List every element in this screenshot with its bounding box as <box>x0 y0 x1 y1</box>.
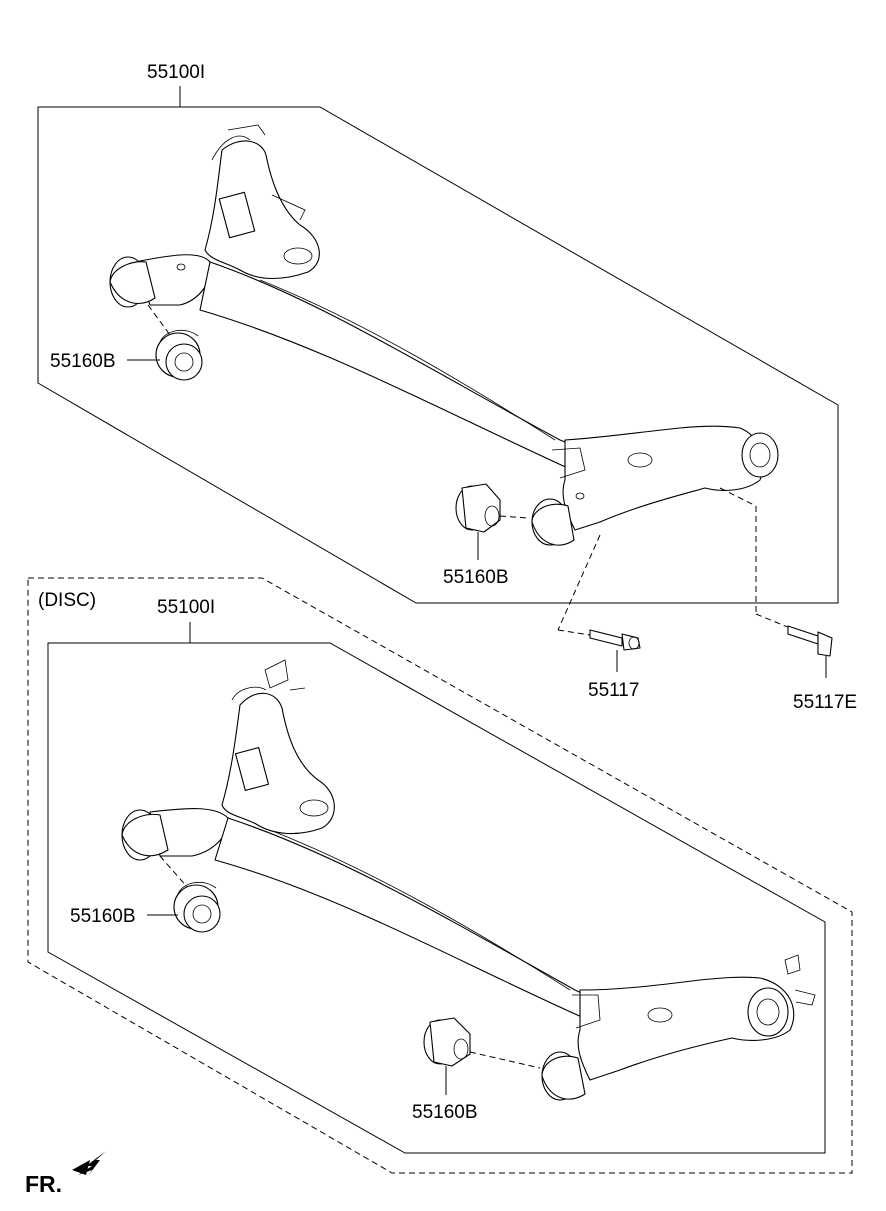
top-bushing-left[interactable] <box>147 304 203 381</box>
bolt-55117[interactable] <box>557 534 641 651</box>
bolt-55117-label: 55117 <box>588 680 639 701</box>
top-assembly-group: 55160B 55160B 55100I <box>37 62 839 604</box>
arrow-down-left-icon <box>72 1151 106 1176</box>
bolt-55117e-label: 55117E <box>793 692 857 713</box>
top-bushing-right-label: 55160B <box>443 567 509 588</box>
bottom-bushing-right-label: 55160B <box>412 1102 478 1123</box>
bottom-assembly-frame <box>47 642 826 1154</box>
top-assembly-label: 55100I <box>147 62 205 83</box>
bottom-bushing-left[interactable] <box>159 855 221 933</box>
top-bushing-left-label: 55160B <box>50 351 116 372</box>
disc-label: (DISC) <box>38 590 96 611</box>
bolt-55117e[interactable] <box>719 487 833 657</box>
top-axle-beam[interactable] <box>109 124 779 546</box>
bottom-bushing-right[interactable] <box>423 1017 541 1069</box>
top-bushing-right[interactable] <box>455 483 529 533</box>
bottom-assembly-label: 55100I <box>157 597 215 618</box>
disc-variant-frame <box>27 577 853 1174</box>
front-indicator-label: FR. <box>25 1171 62 1197</box>
bottom-axle-beam[interactable] <box>121 659 816 1101</box>
top-assembly-frame <box>37 106 839 604</box>
bottom-assembly-group: (DISC) 55100I <box>27 577 853 1174</box>
bottom-bushing-left-label: 55160B <box>70 906 136 927</box>
